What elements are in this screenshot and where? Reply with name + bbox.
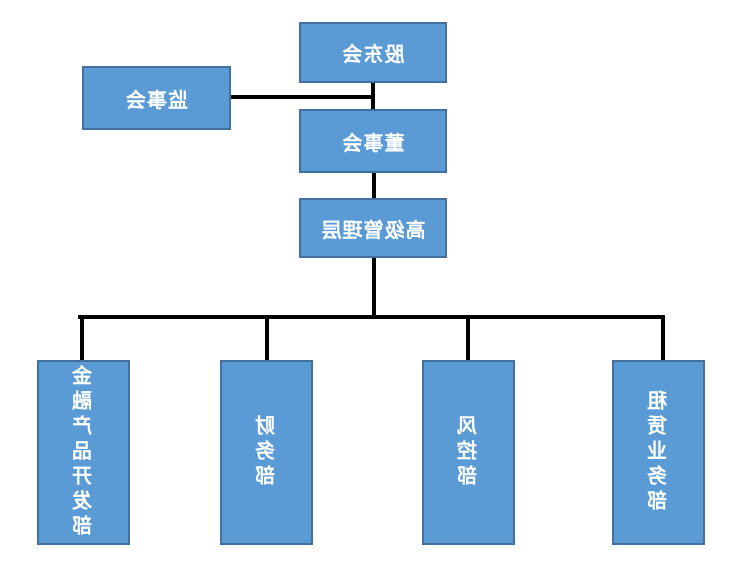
connector-department-bus (78, 315, 665, 319)
org-box-dept-financial-product-dev: 金融产品开发部 (37, 360, 130, 545)
connector-drop-finance (265, 317, 269, 361)
org-box-dept-finance: 财务部 (220, 360, 313, 545)
org-box-label: 监事会 (125, 87, 188, 112)
org-box-label: 股东会 (341, 42, 405, 66)
org-box-label: 高级管理层 (320, 217, 426, 242)
org-box-label: 风控部 (456, 415, 481, 490)
org-box-board-of-directors: 董事会 (299, 109, 447, 173)
connector-senior-bus (372, 258, 376, 317)
connector-drop-leasing-business (661, 317, 665, 361)
org-box-label: 董事会 (341, 130, 405, 155)
connector-drop-financial-product-dev (80, 317, 84, 361)
org-box-shareholders-meeting: 股东会 (299, 22, 447, 83)
org-box-label: 金融产品开发部 (71, 365, 96, 540)
org-box-label: 租赁业务部 (646, 390, 671, 515)
connector-board-senior (372, 173, 376, 199)
org-box-supervisory-board: 监事会 (82, 66, 231, 130)
connector-drop-risk-control (466, 317, 470, 361)
org-box-dept-risk-control: 风控部 (422, 360, 515, 545)
connector-supervisory-tie (231, 95, 373, 99)
org-box-senior-management: 高级管理层 (299, 198, 447, 258)
org-box-label: 财务部 (254, 415, 279, 490)
org-box-dept-leasing-business: 租赁业务部 (612, 360, 705, 545)
